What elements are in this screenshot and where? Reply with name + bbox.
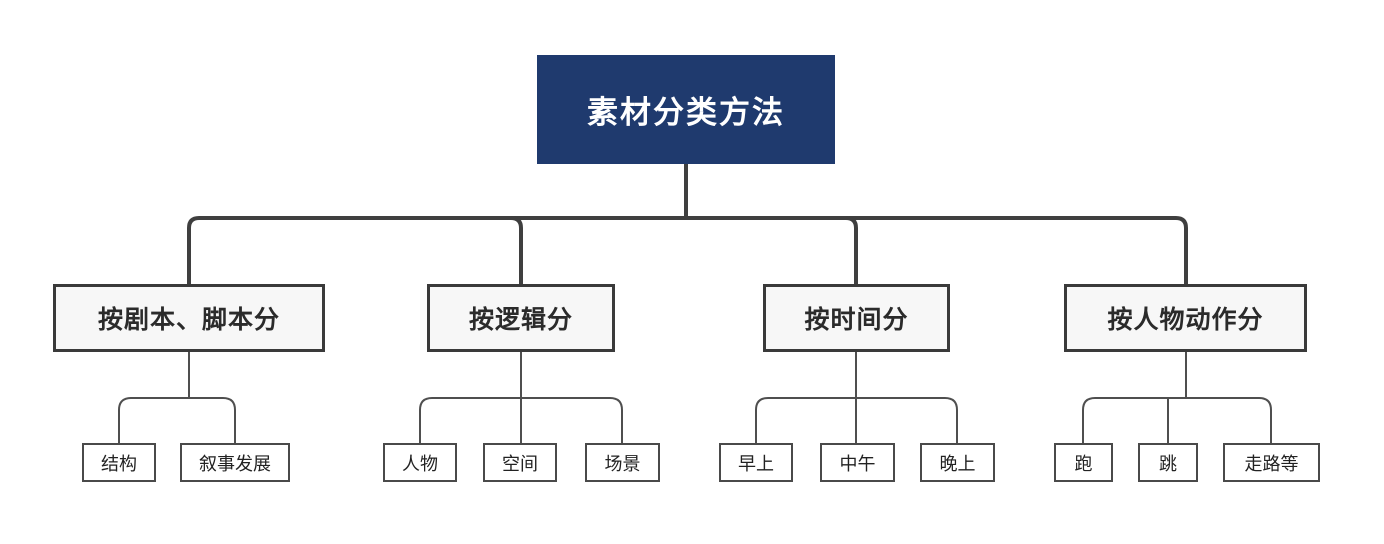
leaf-node-space: 空间 xyxy=(483,443,557,482)
leaf-node-character: 人物 xyxy=(383,443,457,482)
branch-node-by-logic: 按逻辑分 xyxy=(427,284,615,352)
branch-node-by-script: 按剧本、脚本分 xyxy=(53,284,325,352)
branch2-bus-line xyxy=(419,397,623,443)
leaf-node-noon: 中午 xyxy=(820,443,895,482)
branch4-bus-line xyxy=(1082,397,1272,443)
leaf-node-jump: 跳 xyxy=(1138,443,1198,482)
branch-node-by-action: 按人物动作分 xyxy=(1064,284,1307,352)
leaf-node-run: 跑 xyxy=(1054,443,1113,482)
branch1-bus-line xyxy=(118,397,236,443)
branch-node-by-time: 按时间分 xyxy=(763,284,950,352)
level2-drop-time xyxy=(845,216,858,284)
leaf-node-morning: 早上 xyxy=(719,443,793,482)
level2-drop-logic xyxy=(510,216,523,284)
leaf-node-evening: 晚上 xyxy=(920,443,995,482)
level2-bus-line xyxy=(187,216,1188,284)
branch3-bus-line xyxy=(755,397,958,443)
root-node: 素材分类方法 xyxy=(537,55,835,164)
leaf-node-structure: 结构 xyxy=(82,443,156,482)
leaf-node-narrative: 叙事发展 xyxy=(180,443,290,482)
leaf-node-scene: 场景 xyxy=(585,443,660,482)
leaf-node-walk: 走路等 xyxy=(1223,443,1320,482)
